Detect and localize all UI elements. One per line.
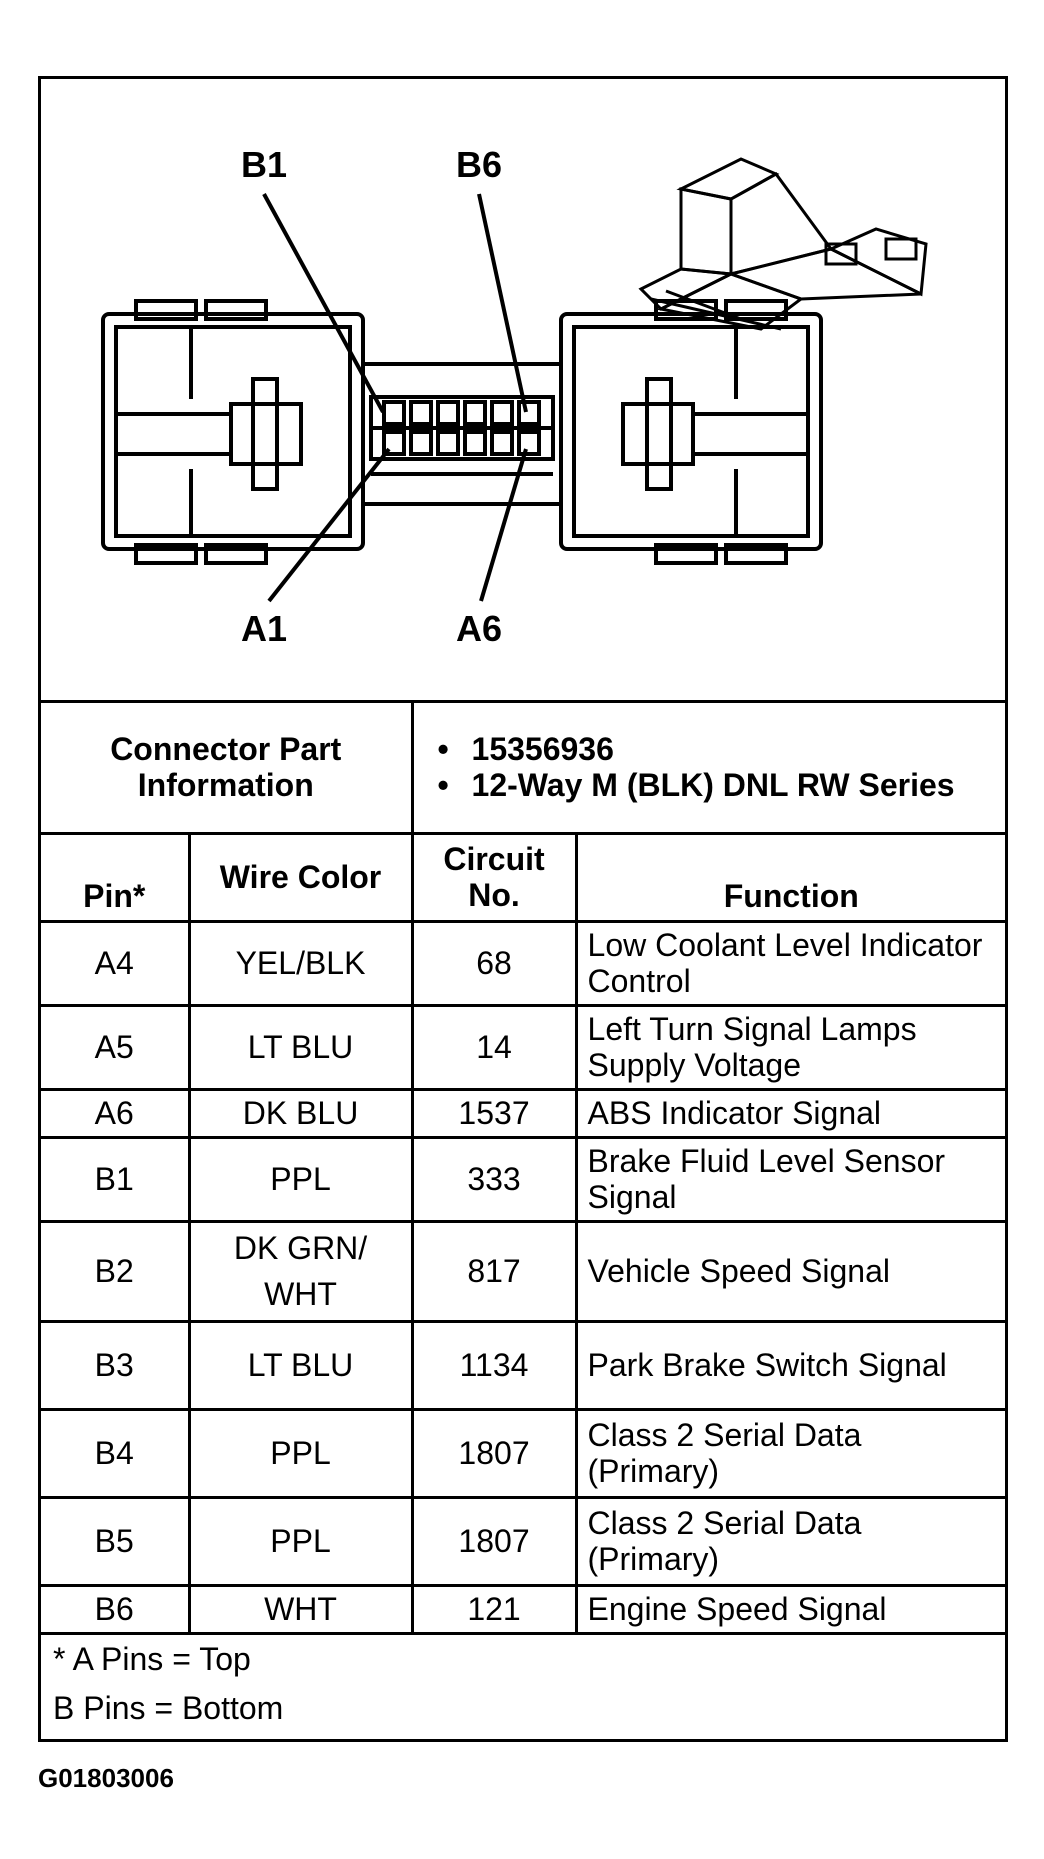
pin-cell: A5 <box>41 1003 191 1091</box>
table-row: A6 DK BLU 1537 ABS Indicator Signal <box>41 1087 1006 1139</box>
wire-color-cell: YEL/BLK <box>187 919 414 1007</box>
table-row: A5 LT BLU 14 Left Turn Signal Lamps Supp… <box>41 1003 1006 1091</box>
connector-drawing <box>101 157 928 603</box>
wire-color-cell: DK GRN/ WHT <box>187 1219 414 1323</box>
left-housing-inner <box>114 325 352 538</box>
connector-diagram-frame: B1 B6 A1 A6 Connector Part Information 1… <box>38 76 1008 1742</box>
footnote-row: * A Pins = Top B Pins = Bottom <box>41 1631 1006 1733</box>
wire-color-cell: PPL <box>187 1135 414 1223</box>
callout-b6: B6 <box>456 144 503 185</box>
wire-color-cell: DK BLU <box>187 1087 414 1139</box>
connector-info-row: Connector Part Information 15356936 12-W… <box>41 703 1006 835</box>
footnote-a-pins: * A Pins = Top <box>53 1640 251 1677</box>
callout-a1: A1 <box>241 608 288 649</box>
center-body <box>361 362 563 506</box>
table-row: B6 WHT 121 Engine Speed Signal <box>41 1583 1006 1635</box>
pin-cell: A4 <box>41 919 191 1007</box>
a6-leader-line <box>479 448 528 602</box>
pin-cell: B1 <box>41 1135 191 1223</box>
function-cell: Park Brake Switch Signal <box>574 1319 1006 1411</box>
right-housing-inner <box>572 325 810 538</box>
connector-info-label: Connector Part Information <box>41 703 414 835</box>
table-row: A4 YEL/BLK 68 Low Coolant Level Indicato… <box>41 919 1006 1007</box>
function-cell: Engine Speed Signal <box>574 1583 1006 1635</box>
circuit-cell: 1134 <box>410 1319 578 1411</box>
wire-color-cell: LT BLU <box>187 1003 414 1091</box>
function-cell: Low Coolant Level Indicator Control <box>574 919 1006 1007</box>
connector-isometric-icon <box>638 157 928 331</box>
circuit-cell: 1537 <box>410 1087 578 1139</box>
table-row: B2 DK GRN/ WHT 817 Vehicle Speed Signal <box>41 1219 1006 1323</box>
left-bottom-tab <box>204 543 268 565</box>
function-cell: ABS Indicator Signal <box>574 1087 1006 1139</box>
table-row: B5 PPL 1807 Class 2 Serial Data (Primary… <box>41 1495 1006 1587</box>
figure-id: G01803006 <box>38 1763 174 1793</box>
b1-leader-line <box>262 193 385 413</box>
pin-cell: A6 <box>41 1087 191 1139</box>
table-row: B4 PPL 1807 Class 2 Serial Data (Primary… <box>41 1407 1006 1499</box>
function-cell: Class 2 Serial Data (Primary) <box>574 1495 1006 1587</box>
callout-a6: A6 <box>456 608 503 649</box>
wire-color-cell: LT BLU <box>187 1319 414 1411</box>
pin-cell: B6 <box>41 1583 191 1635</box>
circuit-cell: 333 <box>410 1135 578 1223</box>
pin-cell: B3 <box>41 1319 191 1411</box>
circuit-cell: 817 <box>410 1219 578 1323</box>
table-row: B3 LT BLU 1134 Park Brake Switch Signal <box>41 1319 1006 1411</box>
left-top-tab <box>204 299 268 321</box>
circuit-cell: 1807 <box>410 1407 578 1499</box>
function-cell: Class 2 Serial Data (Primary) <box>574 1407 1006 1499</box>
header-wire-color: Wire Color <box>187 831 414 923</box>
callout-b1: B1 <box>241 144 288 185</box>
wire-color-cell: WHT <box>187 1583 414 1635</box>
left-bottom-tab <box>134 543 198 565</box>
part-number: 15356936 <box>434 731 996 767</box>
pin-cell: B5 <box>41 1495 191 1587</box>
wire-color-cell: PPL <box>187 1495 414 1587</box>
pin-cell: B2 <box>41 1219 191 1323</box>
table-row: B1 PPL 333 Brake Fluid Level Sensor Sign… <box>41 1135 1006 1223</box>
function-cell: Vehicle Speed Signal <box>574 1219 1006 1323</box>
right-bottom-tab <box>724 543 788 565</box>
connector-type: 12-Way M (BLK) DNL RW Series <box>434 767 996 803</box>
connector-illustration: B1 B6 A1 A6 <box>41 79 1005 703</box>
pinout-table: Connector Part Information 15356936 12-W… <box>41 703 1006 1733</box>
table-header-row: Pin* Wire Color Circuit No. Function <box>41 831 1006 923</box>
circuit-cell: 121 <box>410 1583 578 1635</box>
b6-leader-line <box>477 193 528 413</box>
header-circuit-no: Circuit No. <box>410 831 578 923</box>
function-cell: Brake Fluid Level Sensor Signal <box>574 1135 1006 1223</box>
footnote-cell: * A Pins = Top B Pins = Bottom <box>41 1631 1006 1733</box>
header-function: Function <box>574 831 1006 923</box>
header-pin: Pin* <box>41 831 191 923</box>
wire-color-cell: PPL <box>187 1407 414 1499</box>
left-top-tab <box>134 299 198 321</box>
footnote-b-pins: B Pins = Bottom <box>53 1689 284 1726</box>
circuit-cell: 1807 <box>410 1495 578 1587</box>
pin-cell: B4 <box>41 1407 191 1499</box>
a1-leader-line <box>267 447 391 603</box>
circuit-cell: 68 <box>410 919 578 1007</box>
right-bottom-tab <box>654 543 718 565</box>
circuit-cell: 14 <box>410 1003 578 1091</box>
function-cell: Left Turn Signal Lamps Supply Voltage <box>574 1003 1006 1091</box>
connector-info-list: 15356936 12-Way M (BLK) DNL RW Series <box>410 703 1006 835</box>
